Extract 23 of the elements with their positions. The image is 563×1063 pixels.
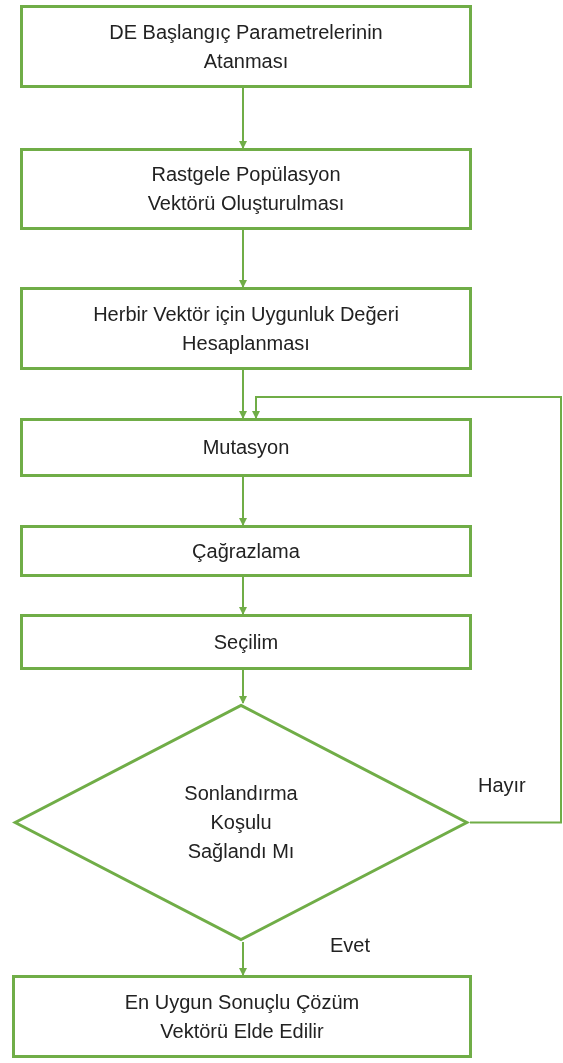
process-box <box>20 148 472 230</box>
node-text: En Uygun Sonuçlu Çözüm Vektörü Elde Edilir <box>123 989 361 1044</box>
arrow <box>239 229 247 288</box>
node-text: Herbir Vektör için Uygunluk Değeri Hesaplanması <box>92 301 400 356</box>
node-text: Mutasyon <box>202 435 290 460</box>
node-text: Sonlandırma Koşulu Sağlandı Mı <box>183 781 299 864</box>
arrow <box>239 576 247 615</box>
node-text: Çağrazlama <box>192 538 300 564</box>
arrow <box>239 87 247 149</box>
arrow <box>239 669 247 704</box>
arrow <box>239 369 247 419</box>
process-box <box>12 975 472 1058</box>
arrow <box>239 476 247 526</box>
arrow <box>252 396 562 824</box>
process-box <box>20 614 472 670</box>
node-text: DE Başlangıç Parametrelerinin Atanması <box>108 19 384 74</box>
process-box <box>20 5 472 88</box>
node-text: Seçilim <box>213 629 279 655</box>
process-box <box>20 525 472 577</box>
node-text: Rastgele Popülasyon Vektörü Oluşturulması <box>146 162 346 216</box>
process-box <box>20 418 472 477</box>
process-box <box>20 287 472 370</box>
arrow <box>239 941 247 976</box>
